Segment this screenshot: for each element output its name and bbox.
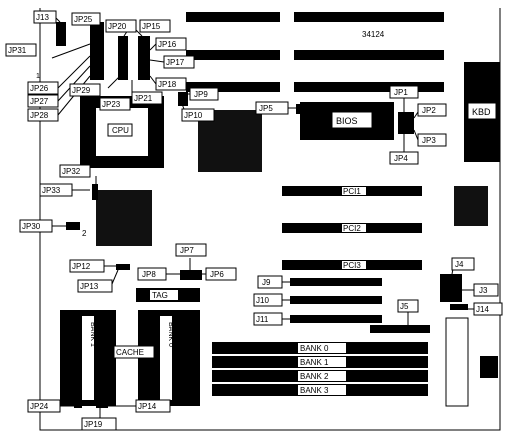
jp18-label: JP18 xyxy=(158,80,177,89)
jp27-label: JP27 xyxy=(30,97,49,106)
tag-label: TAG xyxy=(152,291,168,300)
jp16-label: JP16 xyxy=(158,40,177,49)
jp3-label: JP3 xyxy=(422,136,436,145)
simm-bank1-label: BANK 1 xyxy=(300,358,329,367)
jp20-label: JP20 xyxy=(108,22,127,31)
pin-2-jp30: 2 xyxy=(82,229,87,238)
j14-label: J14 xyxy=(476,305,489,314)
jumper-blocks xyxy=(56,22,468,408)
cache-bank-left-label: BANK 1 xyxy=(89,322,96,347)
jp9-label: JP9 xyxy=(194,90,208,99)
isa-slots xyxy=(186,12,444,92)
part-number: 34124 xyxy=(362,30,385,39)
headers-j9-j11 xyxy=(290,278,382,323)
jp8-label: JP8 xyxy=(142,270,156,279)
jp24-label: JP24 xyxy=(30,402,49,411)
jp25-label: JP25 xyxy=(74,15,93,24)
j5-label: J5 xyxy=(400,302,409,311)
jp21-label: JP21 xyxy=(134,94,153,103)
cache-bank-right-label: BANK 0 xyxy=(167,322,174,347)
j4-header xyxy=(440,274,462,302)
board-outline xyxy=(39,8,501,431)
simm-slots xyxy=(212,342,428,396)
jp10-label: JP10 xyxy=(184,111,203,120)
jp1-label: JP1 xyxy=(394,88,408,97)
jp6-label: JP6 xyxy=(210,270,224,279)
chipset-right xyxy=(454,186,488,226)
j4-label: J4 xyxy=(455,260,464,269)
jp7-label: JP7 xyxy=(180,246,194,255)
jp17-label: JP17 xyxy=(166,58,185,67)
j10-label: J10 xyxy=(256,296,269,305)
pci3-label: PCI3 xyxy=(343,261,361,270)
jp5-label: JP5 xyxy=(259,104,273,113)
jp33-label: JP33 xyxy=(42,186,61,195)
cache-label: CACHE xyxy=(116,348,144,357)
right-port xyxy=(480,356,498,378)
kbd-label: KBD xyxy=(472,107,491,117)
pin-2-jp5: 2 xyxy=(312,109,317,118)
right-connector-strip xyxy=(445,317,469,407)
jp32-label: JP32 xyxy=(62,167,81,176)
pci1-label: PCI1 xyxy=(343,187,361,196)
simm-bank3-label: BANK 3 xyxy=(300,386,329,395)
cpu-label: CPU xyxy=(112,126,129,135)
j3-label: J3 xyxy=(479,286,488,295)
jp30-label: JP30 xyxy=(22,222,41,231)
jp23-label: JP23 xyxy=(102,100,121,109)
jp4-label: JP4 xyxy=(394,154,408,163)
jp31-label: JP31 xyxy=(8,46,27,55)
jp29-label: JP29 xyxy=(72,86,91,95)
pci-slots xyxy=(282,186,422,270)
jp19-label: JP19 xyxy=(84,420,103,429)
jp13-label: JP13 xyxy=(80,282,99,291)
cache-area xyxy=(60,288,200,406)
jp2-label: JP2 xyxy=(422,106,436,115)
chipset-secondary xyxy=(96,190,152,246)
jp12-label: JP12 xyxy=(72,262,91,271)
bios-label: BIOS xyxy=(336,116,358,126)
j11-label: J11 xyxy=(256,315,269,324)
jp26-label: JP26 xyxy=(30,84,49,93)
j5-connector xyxy=(370,325,430,333)
j9-label: J9 xyxy=(262,278,271,287)
simm-bank2-label: BANK 2 xyxy=(300,372,329,381)
pin-1-label: 1 xyxy=(36,73,40,80)
j13-label: J13 xyxy=(36,13,49,22)
jp15-label: JP15 xyxy=(142,22,161,31)
jp14-label: JP14 xyxy=(138,402,157,411)
jp-labels: J13 JP25 JP20 JP15 JP31 JP16 JP17 1 JP26… xyxy=(5,10,503,431)
simm-bank0-label: BANK 0 xyxy=(300,344,329,353)
jp28-label: JP28 xyxy=(30,111,49,120)
pci2-label: PCI2 xyxy=(343,224,361,233)
